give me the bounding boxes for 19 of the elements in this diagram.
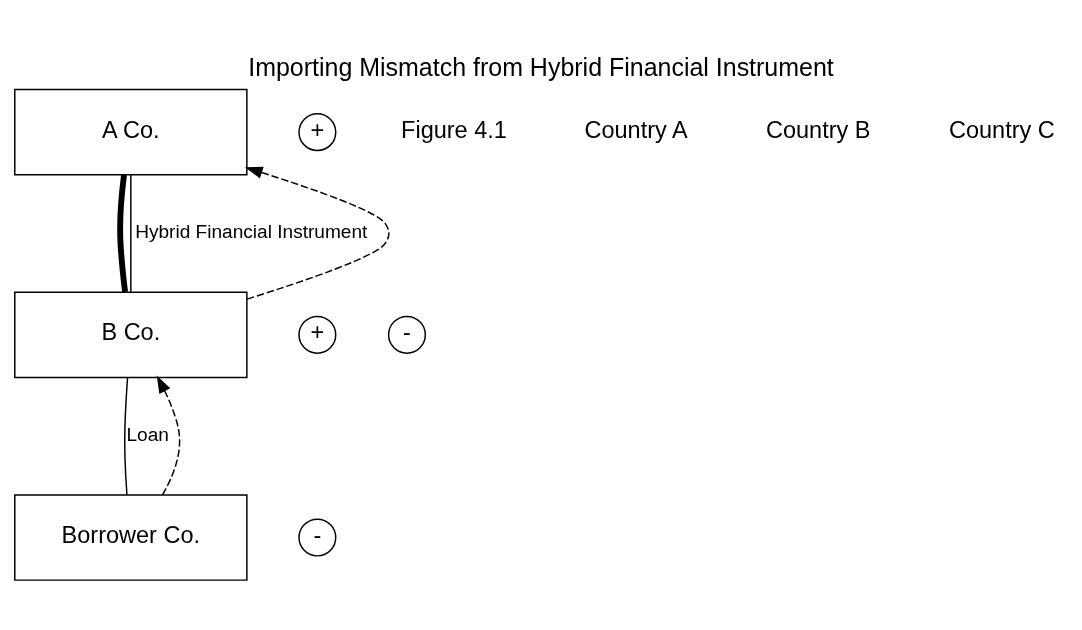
connector (124, 377, 129, 496)
node-circle: + (298, 113, 337, 152)
label: Country C (948, 116, 1055, 143)
node-circle: + (298, 315, 337, 354)
diagram-title: Importing Mismatch from Hybrid Financial Instrument (248, 52, 834, 81)
node-circle: - (298, 518, 337, 557)
edge-label: Hybrid Financial Instrument (135, 221, 368, 243)
label: Figure 4.1 (401, 116, 507, 143)
node-box: Borrower Co. (14, 494, 248, 581)
connector (130, 174, 132, 293)
node-box: A Co. (14, 88, 248, 176)
arrow (156, 375, 181, 496)
label: Country B (765, 116, 871, 143)
arrow (244, 166, 390, 300)
node-circle: - (387, 315, 427, 354)
connector (117, 174, 128, 293)
node-box: B Co. (14, 291, 248, 379)
label: Country A (584, 116, 688, 143)
edge-label: Loan (126, 424, 169, 446)
